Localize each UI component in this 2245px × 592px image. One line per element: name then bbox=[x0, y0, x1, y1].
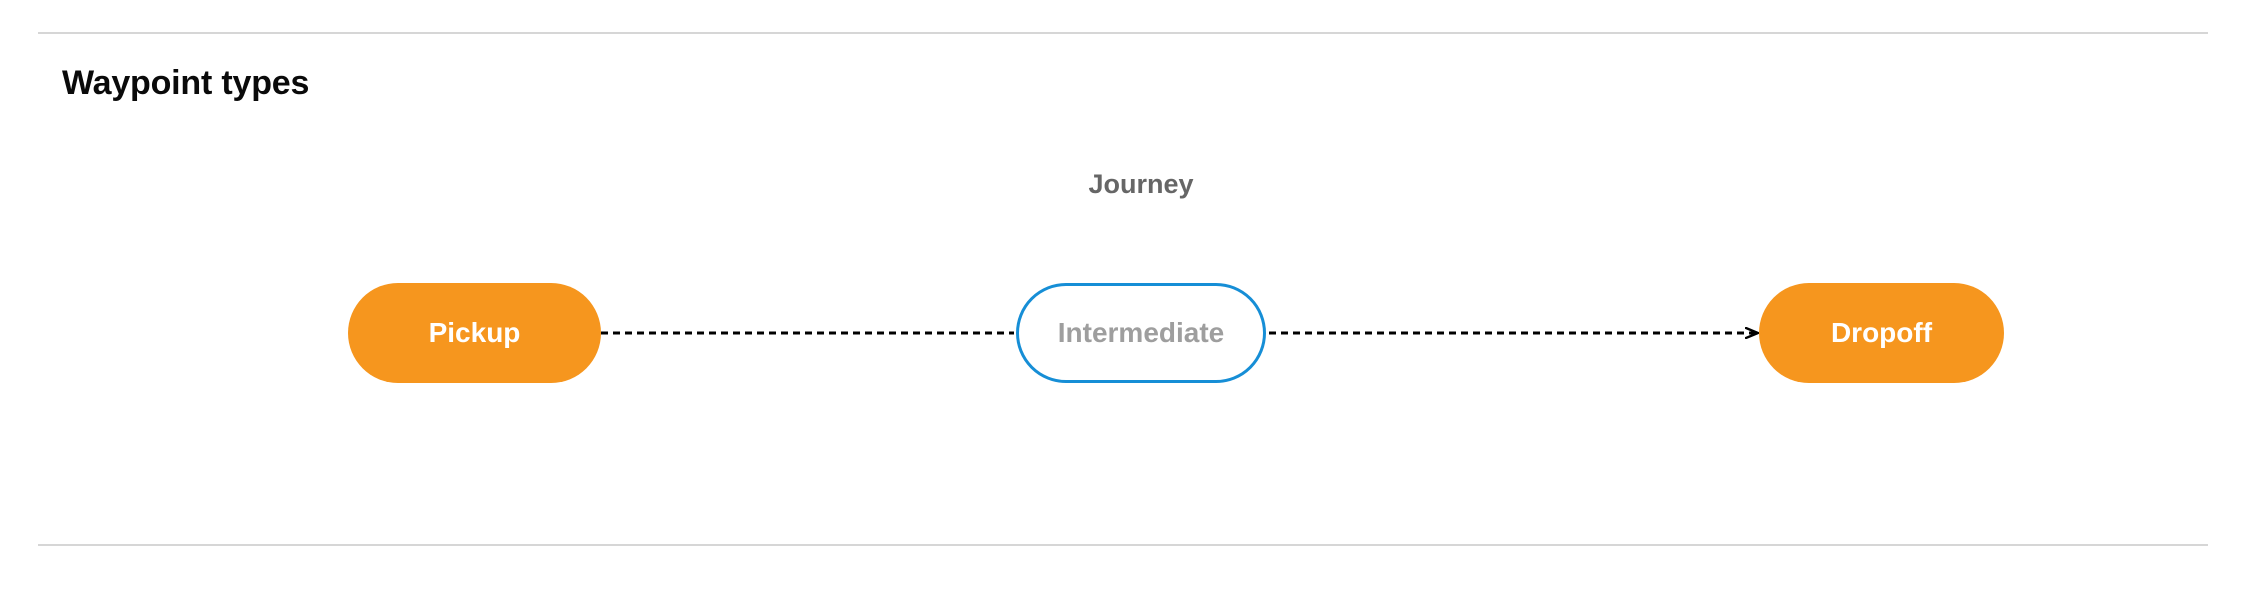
node-dropoff[interactable]: Dropoff bbox=[1759, 283, 2004, 383]
node-intermediate[interactable]: Intermediate bbox=[1016, 283, 1266, 383]
section-divider-bottom bbox=[38, 544, 2208, 546]
page-title: Waypoint types bbox=[62, 64, 310, 102]
node-pickup[interactable]: Pickup bbox=[348, 283, 601, 383]
cluster-label-journey: Journey bbox=[1088, 169, 1194, 199]
section-divider-top bbox=[38, 32, 2208, 34]
